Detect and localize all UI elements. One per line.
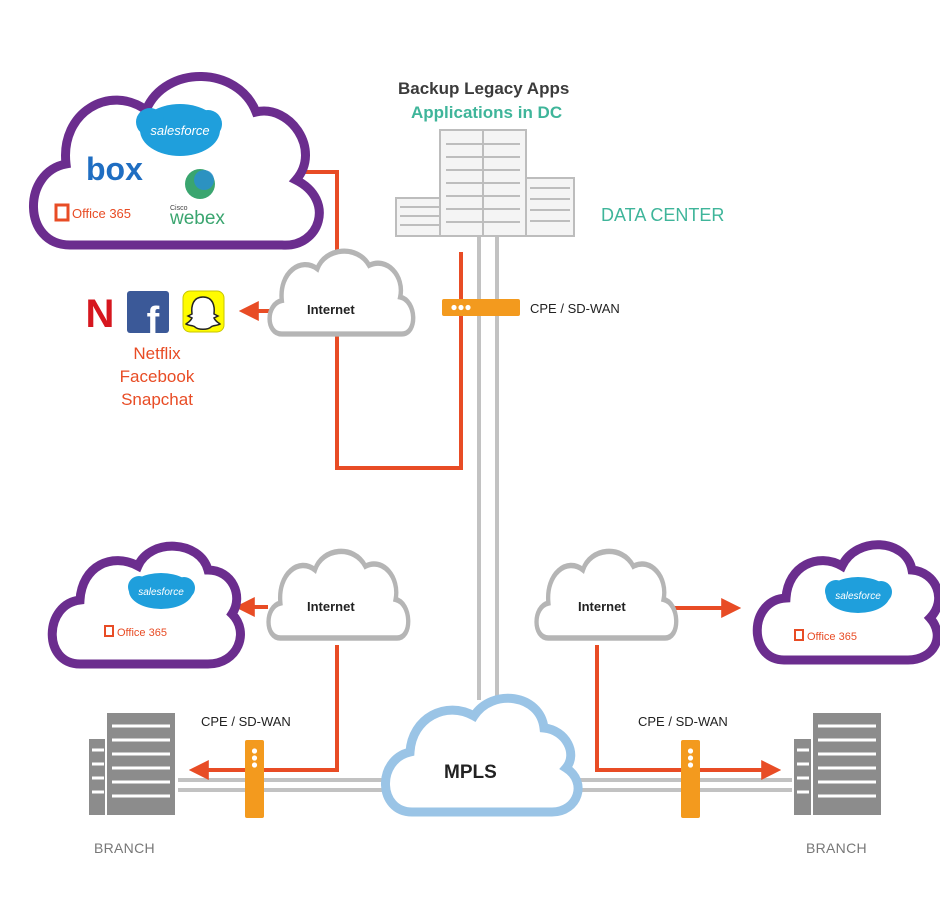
traffic-lines xyxy=(188,162,782,780)
data-center-label: DATA CENTER xyxy=(601,205,725,225)
left-branch-building-icon xyxy=(87,711,177,817)
webex-text: webex xyxy=(169,208,225,229)
mpls-cloud-icon xyxy=(381,693,583,817)
dc-building-left xyxy=(395,197,447,237)
right-branch-internet-path xyxy=(595,645,782,780)
right-salesforce-logo: salesforce xyxy=(825,577,892,613)
left-salesforce-text: salesforce xyxy=(138,587,184,598)
top-saas-cloud-icon xyxy=(29,72,324,250)
svg-text:f: f xyxy=(147,300,160,342)
left-branch-internet-cloud-icon xyxy=(269,551,409,638)
right-salesforce-text: salesforce xyxy=(835,591,881,602)
dc-title: Backup Legacy Apps xyxy=(398,79,570,98)
social-app-names: Netflix Facebook Snapchat xyxy=(107,342,207,411)
left-cpe-label: CPE / SD-WAN xyxy=(201,714,291,729)
right-saas-cloud: salesforce Office 365 xyxy=(752,540,940,665)
left-saas-cloud: salesforce Office 365 xyxy=(47,541,245,669)
left-office365-logo: Office 365 xyxy=(104,625,167,639)
dc-internet-breakout-path xyxy=(270,162,463,470)
right-branch-building-icon xyxy=(792,711,883,817)
dc-internet-cloud-icon xyxy=(270,251,414,334)
mpls-label: MPLS xyxy=(444,762,497,783)
snapchat-label: Snapchat xyxy=(121,390,193,409)
netflix-label: Netflix xyxy=(133,344,181,363)
dc-cpe-label: CPE / SD-WAN xyxy=(530,301,620,316)
top-saas-cloud: salesforce box Cisco webex Office 365 xyxy=(29,72,324,250)
left-branch-internet-path xyxy=(188,645,339,780)
netflix-icon: N xyxy=(86,292,115,336)
right-branch-internet-cloud-icon xyxy=(537,551,677,638)
left-internet-label: Internet xyxy=(307,599,355,614)
facebook-icon: f xyxy=(127,291,169,342)
dc-internet-label: Internet xyxy=(307,302,355,317)
right-office365-logo: Office 365 xyxy=(794,629,857,643)
dc-subtitle: Applications in DC xyxy=(411,103,563,122)
snapchat-icon xyxy=(182,290,225,333)
dc-cpe-device-icon xyxy=(442,299,520,316)
facebook-label: Facebook xyxy=(119,367,195,386)
left-salesforce-logo: salesforce xyxy=(128,573,195,609)
salesforce-logo: salesforce xyxy=(136,104,222,156)
cisco-text: Cisco xyxy=(170,205,188,212)
svg-text:N: N xyxy=(86,292,115,336)
data-center-building-icon xyxy=(395,129,575,237)
dc-building-center xyxy=(439,129,527,237)
right-internet-label: Internet xyxy=(578,599,626,614)
right-office365-text: Office 365 xyxy=(807,631,857,643)
dc-building-right xyxy=(525,177,575,237)
webex-logo: Cisco webex xyxy=(169,169,225,229)
office365-logo: Office 365 xyxy=(54,203,131,222)
left-office365-text: Office 365 xyxy=(117,627,167,639)
right-cpe-label: CPE / SD-WAN xyxy=(638,714,728,729)
right-branch-label: BRANCH xyxy=(806,840,867,856)
left-cpe-device-icon xyxy=(245,740,264,818)
left-branch-label: BRANCH xyxy=(94,840,155,856)
box-logo: box xyxy=(86,151,143,187)
salesforce-text: salesforce xyxy=(150,123,209,138)
office365-text: Office 365 xyxy=(72,206,131,221)
right-cpe-device-icon xyxy=(681,740,700,818)
